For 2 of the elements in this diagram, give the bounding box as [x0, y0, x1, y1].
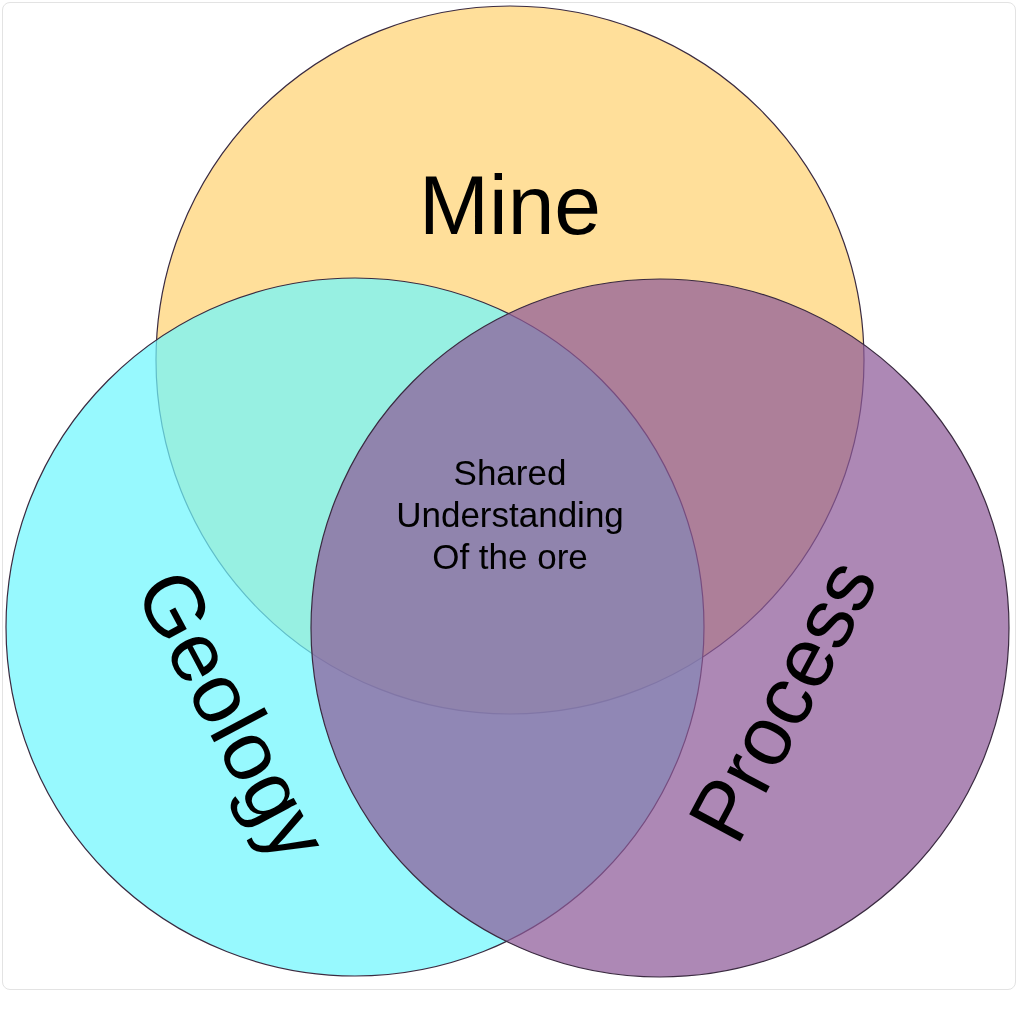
circle-title: Mine [419, 163, 602, 247]
center-text: Shared Understanding Of the ore [395, 452, 625, 578]
